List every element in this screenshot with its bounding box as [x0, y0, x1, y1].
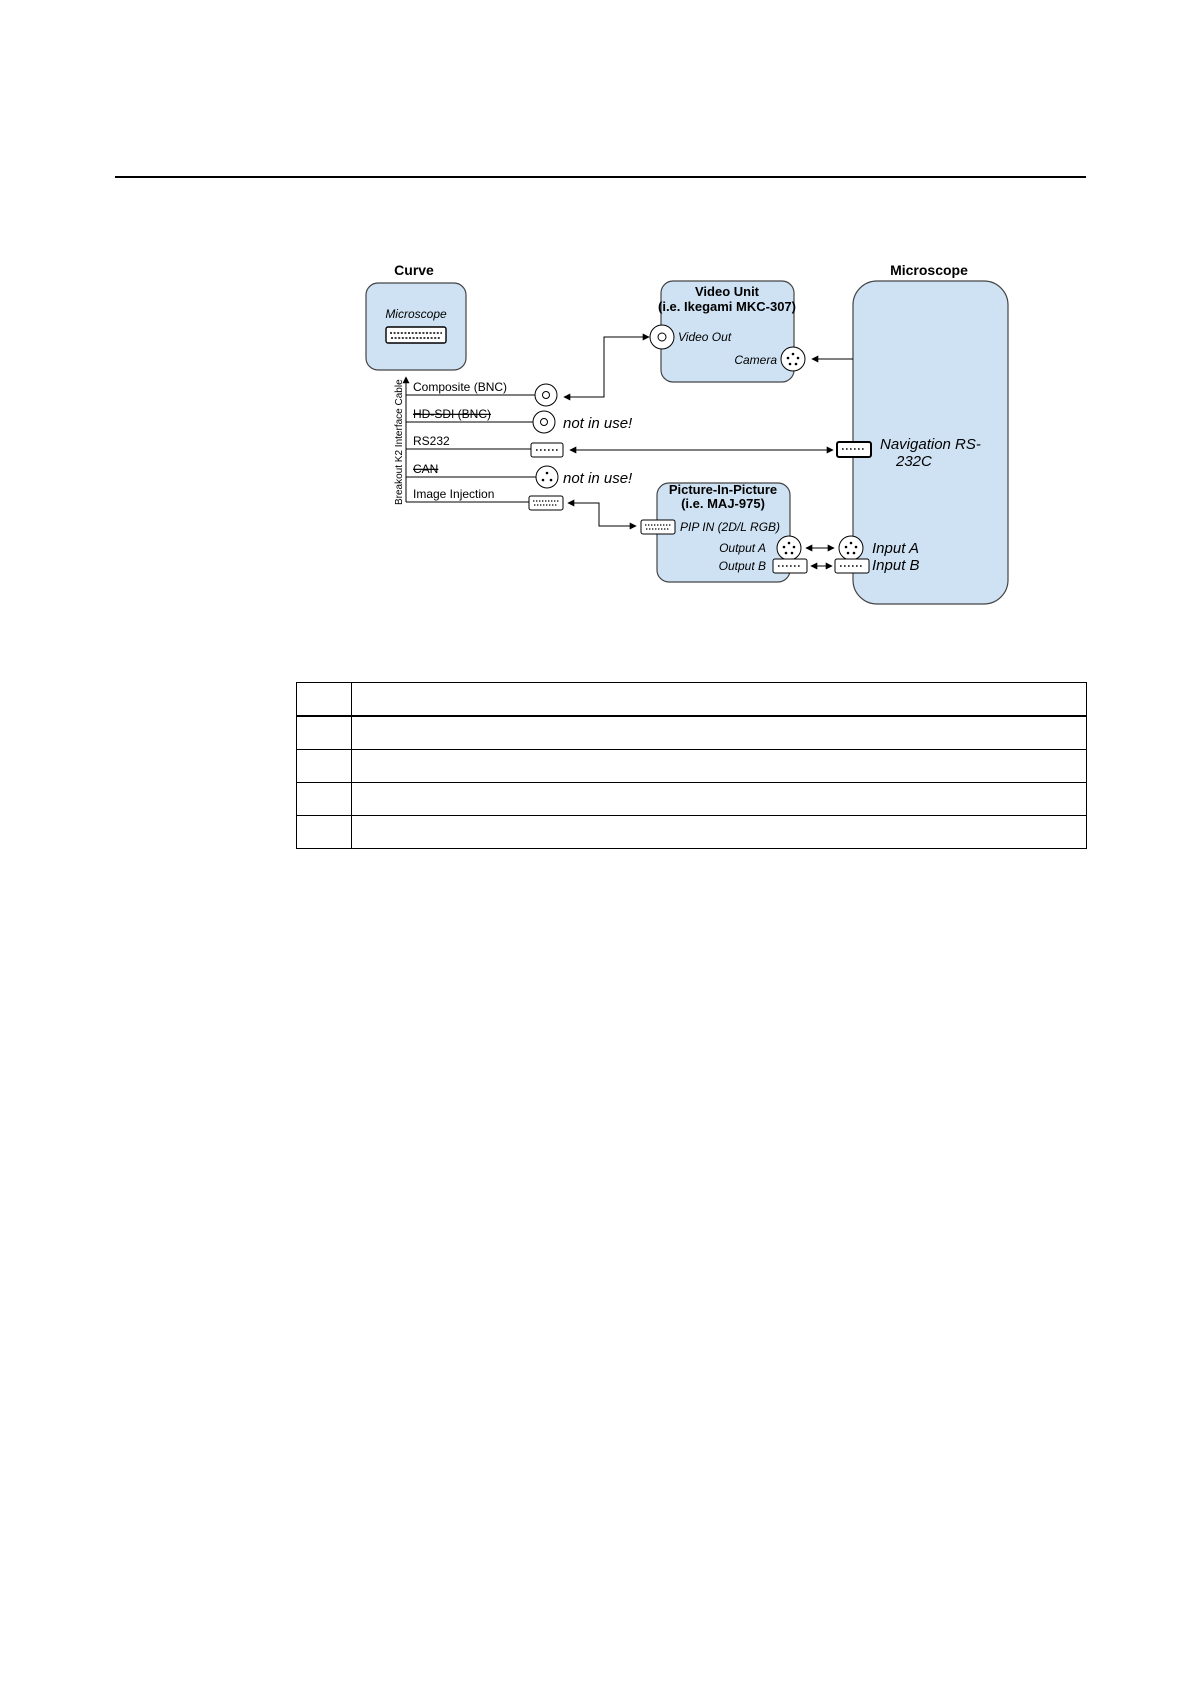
- table-header-cell: [296, 682, 352, 717]
- camera-label: Camera: [734, 353, 777, 367]
- db9-connector-icon: [530, 442, 564, 458]
- circular-connector-icon: [780, 346, 806, 372]
- table-row: [296, 749, 1087, 783]
- output-a-label: Output A: [719, 541, 766, 555]
- bnc-connector-icon: [649, 324, 675, 350]
- table-cell: [351, 715, 1087, 750]
- table-cell: [296, 749, 352, 783]
- input-b-label: Input B: [872, 557, 920, 574]
- cable-label-rs232: RS232: [413, 434, 450, 448]
- navigation-label-line2: 232C: [895, 453, 932, 470]
- table-row: [296, 815, 1087, 849]
- output-b-label: Output B: [719, 559, 766, 573]
- table-cell: [296, 715, 352, 750]
- cable-rs232: RS232: [406, 434, 564, 458]
- header-rule: [115, 176, 1086, 178]
- pip-in-label: PIP IN (2D/L RGB): [680, 520, 780, 534]
- hd-sdi-not-in-use-note: not in use!: [563, 415, 633, 432]
- video-unit-model: (i.e. Ikegami MKC-307): [658, 299, 796, 314]
- image-injection-to-pip-arrow: [567, 499, 637, 530]
- dsub-connector-icon: [385, 326, 447, 344]
- legend-table: [296, 682, 1087, 849]
- bnc-connector-icon: [532, 410, 556, 434]
- table-row: [296, 715, 1087, 750]
- table-cell: [351, 749, 1087, 783]
- video-unit-title: Video Unit: [695, 284, 760, 299]
- curve-title: Curve: [394, 262, 434, 278]
- table-cell: [296, 815, 352, 849]
- cable-image-injection: Image Injection: [406, 487, 564, 511]
- cable-label-can: CAN: [413, 462, 438, 476]
- video-out-label: Video Out: [678, 330, 732, 344]
- db9-connector-icon: [836, 441, 872, 458]
- microscope-title: Microscope: [890, 262, 968, 278]
- cable-hd-sdi: HD-SDI (BNC) not in use!: [406, 407, 633, 434]
- connection-diagram: Curve Microscope Breakout K2 Interface C…: [365, 262, 1009, 605]
- table-cell: [351, 815, 1087, 849]
- table-cell: [296, 782, 352, 816]
- can-not-in-use-note: not in use!: [563, 470, 633, 487]
- cable-can: CAN not in use!: [406, 462, 633, 489]
- dsub-connector-icon: [528, 495, 564, 511]
- pip-model: (i.e. MAJ-975): [681, 496, 765, 511]
- table-cell: [351, 782, 1087, 816]
- cable-label-composite: Composite (BNC): [413, 380, 507, 394]
- cable-label-hd-sdi: HD-SDI (BNC): [413, 407, 491, 421]
- dsub-connector-icon: [640, 519, 676, 535]
- video-out-to-composite-arrow: [563, 333, 650, 401]
- table-header-row: [296, 682, 1087, 717]
- input-a-label: Input A: [872, 540, 919, 557]
- circular-connector-icon: [776, 535, 802, 561]
- table-header-cell: [351, 682, 1087, 717]
- curve-microscope-port-label: Microscope: [385, 307, 447, 321]
- circular-connector-icon: [838, 535, 864, 561]
- circular-connector-icon: [535, 465, 559, 489]
- breakout-cable-label: Breakout K2 Interface Cable: [394, 379, 405, 505]
- bnc-connector-icon: [534, 383, 558, 407]
- cable-label-image-injection: Image Injection: [413, 487, 494, 501]
- db9-connector-icon: [834, 558, 870, 574]
- table-row: [296, 782, 1087, 816]
- cable-composite: Composite (BNC): [406, 380, 558, 407]
- navigation-label-line1: Navigation RS-: [880, 436, 981, 453]
- pip-title: Picture-In-Picture: [669, 482, 777, 497]
- db9-connector-icon: [772, 558, 808, 574]
